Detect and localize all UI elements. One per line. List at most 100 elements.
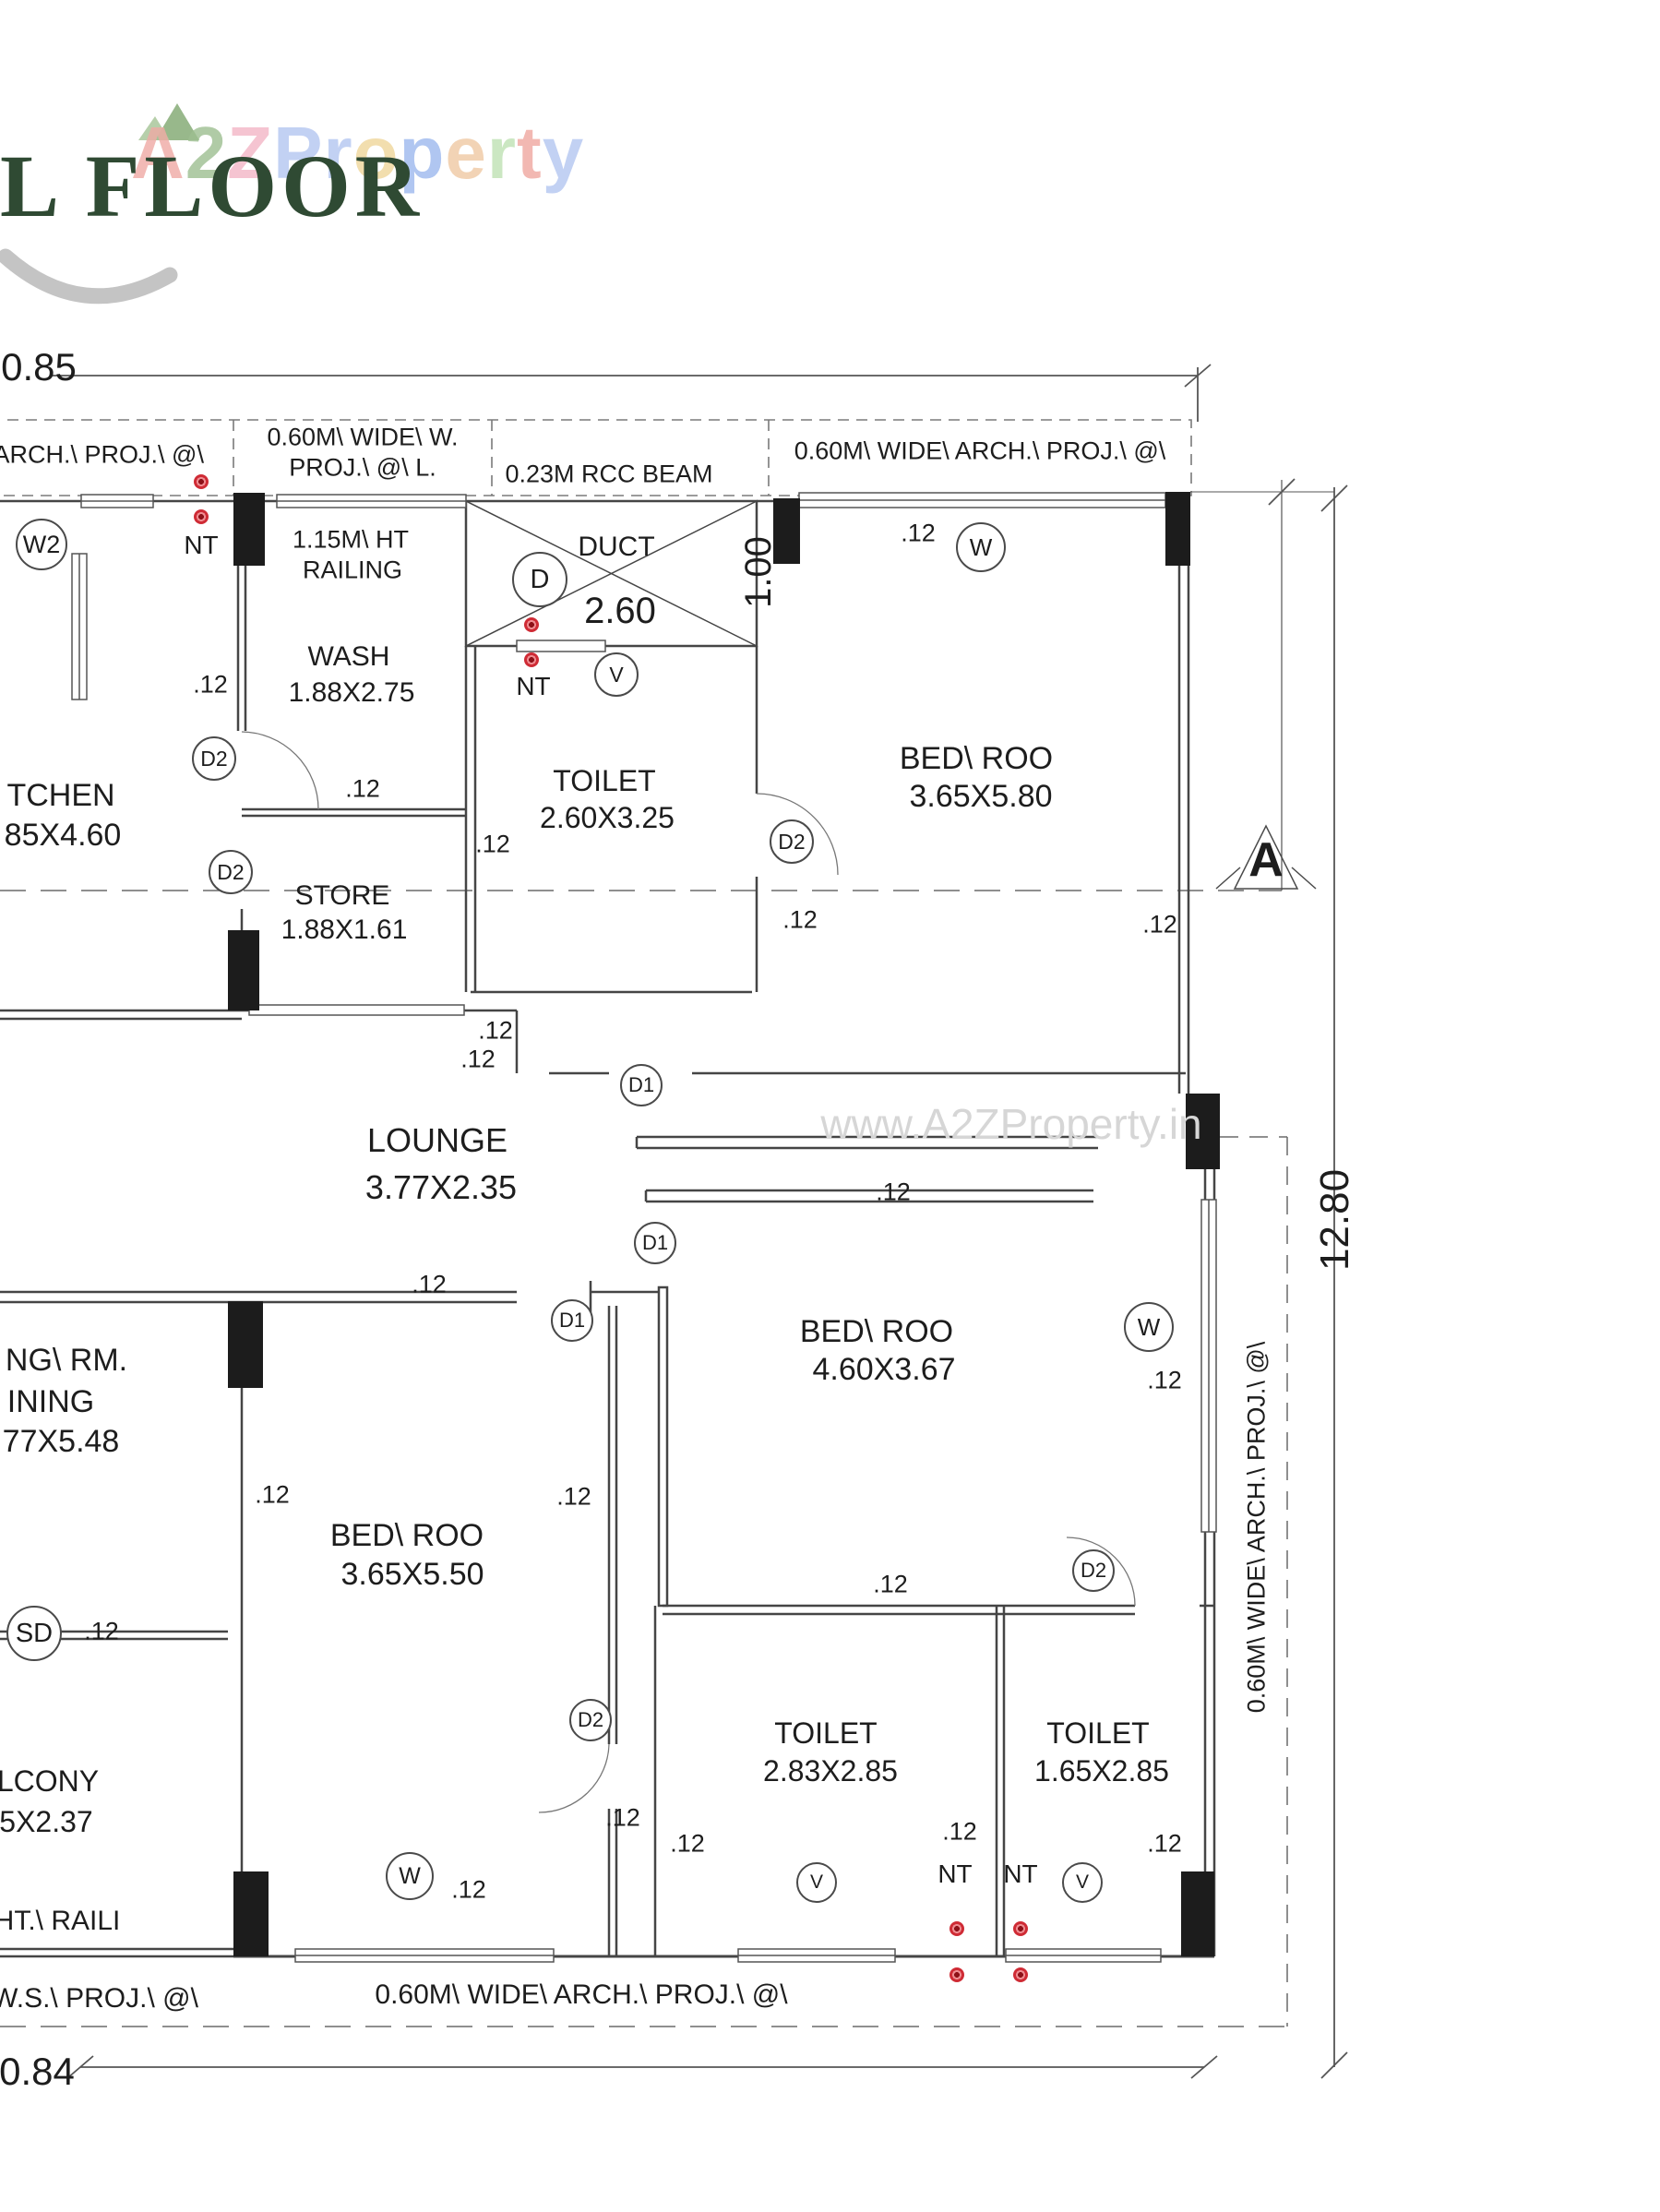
- tag-d1-circle: D1: [551, 1299, 593, 1342]
- red-tap-marker: [524, 652, 539, 667]
- label-arch-proj-top-left: \ ARCH.\ PROJ.\ @\: [0, 440, 204, 469]
- dim-12-12: .12: [556, 1482, 591, 1511]
- dim-12-19: .12: [1147, 1829, 1182, 1858]
- red-tap-marker: [949, 1921, 964, 1936]
- railing-label-line1: 1.15M\ HT: [292, 525, 410, 554]
- balcony-railing-label: HT.\ RAILI: [0, 1906, 121, 1936]
- label-rcc-beam: 0.23M RCC BEAM: [505, 460, 713, 488]
- dim-12-13: .12: [1147, 1366, 1182, 1394]
- duct-width: 2.60: [584, 591, 656, 631]
- tag-d-circle: D: [512, 552, 567, 607]
- dim-12-20: .12: [451, 1875, 486, 1904]
- tag-v-circle: V: [796, 1862, 837, 1903]
- toilet1-size: 2.60X3.25: [540, 801, 675, 834]
- brand-letter: r: [486, 112, 518, 194]
- brand-letter: p: [399, 112, 446, 194]
- dim-bottom-width: 0.84: [0, 2050, 75, 2093]
- section-letter: A: [1248, 833, 1284, 887]
- wash-size: 1.88X2.75: [288, 677, 415, 708]
- swoosh-icon: [0, 248, 178, 305]
- tag-d1-circle: D1: [634, 1222, 676, 1264]
- dim-12-9: .12: [876, 1178, 911, 1206]
- brand-letter: A: [131, 112, 185, 194]
- dim-top-width: 0.85: [1, 345, 77, 389]
- section-marker: [1215, 824, 1317, 890]
- brand-letter: o: [352, 112, 400, 194]
- brand-letter: Z: [227, 112, 274, 194]
- tag-v-circle: V: [1062, 1862, 1103, 1903]
- bedroom1-size: 3.65X5.80: [909, 779, 1053, 814]
- bedroom3-name: BED\ ROO: [329, 1518, 484, 1553]
- living-name-line2: INING: [6, 1384, 95, 1419]
- brand-letter: 2: [185, 112, 228, 194]
- dim-12-10: .12: [412, 1270, 447, 1298]
- red-tap-marker: [1013, 1967, 1028, 1982]
- page-title: L FLOOR: [0, 137, 424, 235]
- tag-w-circle: W: [386, 1852, 434, 1900]
- dim-12-18: .12: [942, 1817, 977, 1846]
- tag-w2-circle: W2: [16, 519, 67, 570]
- brand-letter: e: [445, 112, 487, 194]
- door-swing-arcs: [241, 731, 1136, 1813]
- dim-12-15: .12: [84, 1617, 119, 1645]
- dimension-lines: [53, 364, 1348, 2079]
- nt-label-duct: NT: [516, 672, 551, 700]
- dim-12-5: .12: [782, 905, 818, 934]
- bedroom1-name: BED\ ROO: [899, 741, 1054, 776]
- kitchen-size: 85X4.60: [4, 818, 122, 853]
- brand-letter: t: [517, 112, 543, 194]
- living-size: 77X5.48: [2, 1424, 120, 1459]
- column-blocks: [228, 492, 1220, 1956]
- dim-12-6: .12: [1142, 910, 1177, 939]
- lounge-size: 3.77X2.35: [364, 1168, 518, 1206]
- red-tap-marker: [949, 1967, 964, 1982]
- mountain-icon-small: [138, 116, 170, 140]
- bedroom2-size: 4.60X3.67: [812, 1352, 956, 1387]
- windows: [71, 492, 1217, 1963]
- tag-sd-circle: SD: [6, 1606, 62, 1661]
- watermark-url: www.A2ZProperty.in: [820, 1100, 1202, 1148]
- living-name-line1: NG\ RM.: [5, 1343, 128, 1378]
- tag-d2-circle: D2: [770, 819, 814, 864]
- dim-12-14: .12: [873, 1570, 908, 1598]
- mountain-icon: [155, 103, 199, 140]
- red-tap-marker: [194, 474, 209, 489]
- dim-12-7: .12: [478, 1016, 513, 1045]
- bedroom3-size: 3.65X5.50: [340, 1557, 484, 1592]
- balcony-name: LCONY: [0, 1764, 100, 1798]
- dim-12-2: .12: [345, 774, 380, 803]
- lounge-name: LOUNGE: [366, 1121, 508, 1159]
- dim-12-3: .12: [475, 830, 510, 858]
- tag-d2-circle: D2: [1072, 1549, 1115, 1592]
- dashed-projection-boxes: [0, 419, 1192, 496]
- red-tap-marker: [194, 509, 209, 524]
- ws-proj-label: W.S.\ PROJ.\ @\: [0, 1983, 198, 2014]
- brand-letter: y: [542, 112, 585, 194]
- section-dash-lines: [0, 890, 1288, 2027]
- railing-label-line2: RAILING: [302, 556, 403, 584]
- tag-d1-circle: D1: [620, 1064, 663, 1106]
- tag-d2-circle: D2: [209, 850, 253, 894]
- store-name: STORE: [294, 880, 390, 911]
- nt-label-bottom2: NT: [1003, 1859, 1038, 1888]
- brand-letter: P: [273, 112, 324, 194]
- kitchen-name: TCHEN: [6, 778, 115, 813]
- bedroom2-name: BED\ ROO: [799, 1314, 954, 1349]
- dim-12-1: .12: [193, 670, 228, 699]
- toilet1-name: TOILET: [553, 764, 656, 797]
- label-w-proj-line2: PROJ.\ @\ L.: [289, 453, 436, 482]
- store-size: 1.88X1.61: [281, 915, 408, 945]
- brand-letter: r: [323, 112, 353, 194]
- label-w-proj-line1: 0.60M\ WIDE\ W.: [267, 423, 459, 451]
- tag-d2-circle: D2: [569, 1699, 612, 1741]
- nt-label-bottom1: NT: [937, 1859, 973, 1888]
- dim-12-8: .12: [460, 1045, 496, 1073]
- red-tap-marker: [1013, 1921, 1028, 1936]
- duct-name: DUCT: [578, 532, 655, 562]
- red-tap-marker: [524, 617, 539, 632]
- label-arch-proj-bottom: 0.60M\ WIDE\ ARCH.\ PROJ.\ @\: [375, 1979, 788, 2010]
